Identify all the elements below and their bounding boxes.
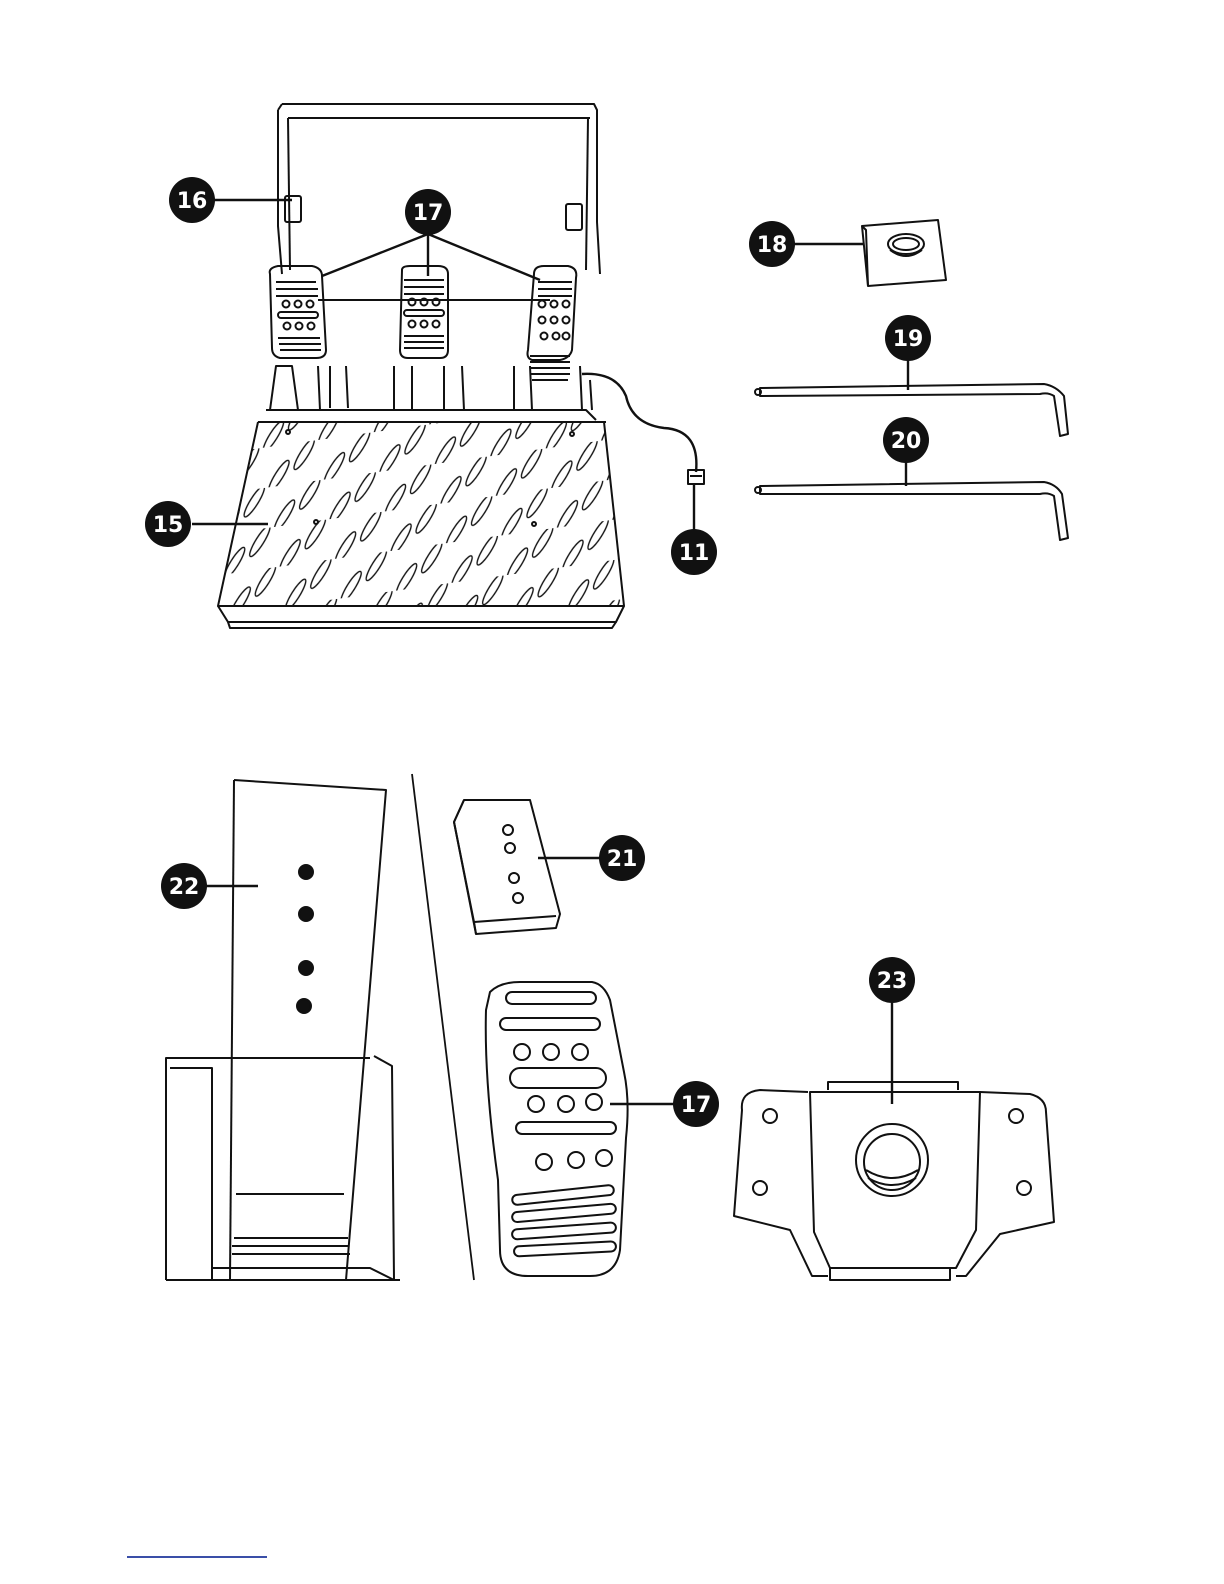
svg-text:20: 20: [891, 429, 922, 454]
callout-11: 11: [671, 529, 717, 575]
nut-icon: [862, 220, 946, 286]
svg-text:19: 19: [893, 327, 924, 352]
footer-rule: [127, 1556, 267, 1558]
svg-text:21: 21: [607, 847, 638, 872]
svg-text:17: 17: [681, 1093, 712, 1118]
pedal-pad-icon: [486, 982, 628, 1276]
svg-text:11: 11: [679, 541, 710, 566]
svg-text:15: 15: [153, 513, 184, 538]
callout-18: 18: [749, 221, 795, 267]
svg-text:16: 16: [177, 189, 208, 214]
callout-20: 20: [883, 417, 929, 463]
callout-23: 23: [869, 957, 915, 1003]
callout-17-bottom: 17: [673, 1081, 719, 1127]
svg-text:22: 22: [169, 875, 200, 900]
mounting-plate-icon: [734, 1082, 1054, 1280]
pedal-set-icon: [218, 104, 704, 628]
callout-16: 16: [169, 177, 215, 223]
svg-text:17: 17: [413, 201, 444, 226]
callout-21: 21: [599, 835, 645, 881]
pedal-arm-icon: [166, 774, 474, 1280]
callout-22: 22: [161, 863, 207, 909]
svg-text:23: 23: [877, 969, 908, 994]
callout-15: 15: [145, 501, 191, 547]
pedal-spacer-icon: [454, 800, 560, 934]
callout-19: 19: [885, 315, 931, 361]
callout-17-top: 17: [405, 189, 451, 235]
svg-text:18: 18: [757, 233, 788, 258]
